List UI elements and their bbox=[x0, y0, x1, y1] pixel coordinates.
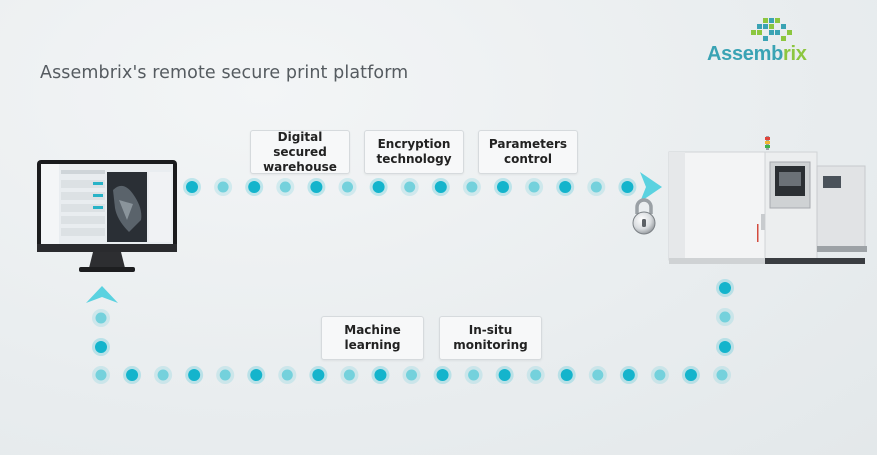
connection-dot bbox=[406, 369, 417, 381]
connection-dot bbox=[621, 181, 634, 193]
connection-dot bbox=[279, 181, 291, 193]
connection-dots bbox=[92, 178, 734, 384]
connection-dot bbox=[716, 369, 728, 381]
badge-machine-learning: Machine learning bbox=[321, 316, 424, 360]
desktop-monitor-icon bbox=[37, 160, 177, 272]
connection-dot bbox=[312, 369, 325, 381]
connection-dot bbox=[719, 311, 731, 323]
connection-dot bbox=[404, 181, 416, 193]
connection-dot bbox=[219, 369, 231, 381]
connection-dot bbox=[310, 181, 323, 193]
connection-dot bbox=[497, 181, 509, 193]
connection-dot bbox=[528, 181, 540, 193]
connection-dot bbox=[560, 369, 573, 381]
connection-dot bbox=[248, 181, 261, 193]
connection-dot bbox=[186, 181, 198, 193]
connection-dot bbox=[498, 369, 511, 381]
connection-dot bbox=[250, 369, 263, 381]
badge-encryption-technology: Encryption technology bbox=[364, 130, 464, 174]
connection-dot bbox=[590, 181, 602, 193]
badge-digital-secured-warehouse: Digital secured warehouse bbox=[250, 130, 350, 174]
connection-dot bbox=[95, 369, 107, 381]
arrow-up-icon bbox=[86, 286, 118, 303]
connection-dot bbox=[436, 369, 449, 381]
connection-dot bbox=[434, 181, 447, 193]
connection-dot bbox=[157, 369, 169, 381]
connection-dot bbox=[343, 369, 355, 381]
connection-dot bbox=[95, 341, 107, 353]
connection-dot bbox=[654, 369, 666, 381]
logo-mosaic-icon bbox=[751, 18, 792, 41]
connection-dot bbox=[559, 181, 572, 193]
3d-printer-icon bbox=[668, 136, 867, 264]
page-title: Assembrix's remote secure print platform bbox=[40, 63, 409, 83]
connection-dot bbox=[719, 282, 731, 294]
connection-dot bbox=[530, 369, 542, 381]
connection-dot bbox=[188, 369, 201, 381]
connection-dot bbox=[466, 181, 478, 193]
padlock-icon bbox=[632, 198, 656, 235]
assembrix-logo: Assembrix bbox=[707, 16, 817, 68]
connection-dot bbox=[217, 181, 229, 193]
connection-dot bbox=[126, 369, 139, 381]
connection-dot bbox=[374, 369, 387, 381]
connection-dot bbox=[342, 181, 353, 193]
badge-in-situ-monitoring: In-situ monitoring bbox=[439, 316, 542, 360]
logo-text-accent: rix bbox=[783, 43, 807, 65]
connection-dot bbox=[372, 181, 385, 193]
arrow-right-icon bbox=[640, 172, 662, 202]
connection-dot bbox=[622, 369, 635, 381]
connection-dot bbox=[684, 369, 697, 381]
connection-dot bbox=[592, 369, 604, 381]
connection-dot bbox=[95, 312, 107, 324]
connection-dot bbox=[281, 369, 293, 381]
badge-parameters-control: Parameters control bbox=[478, 130, 578, 174]
connection-dot bbox=[719, 341, 731, 353]
logo-text-main: Assemb bbox=[707, 43, 784, 65]
connection-dot bbox=[468, 369, 480, 381]
